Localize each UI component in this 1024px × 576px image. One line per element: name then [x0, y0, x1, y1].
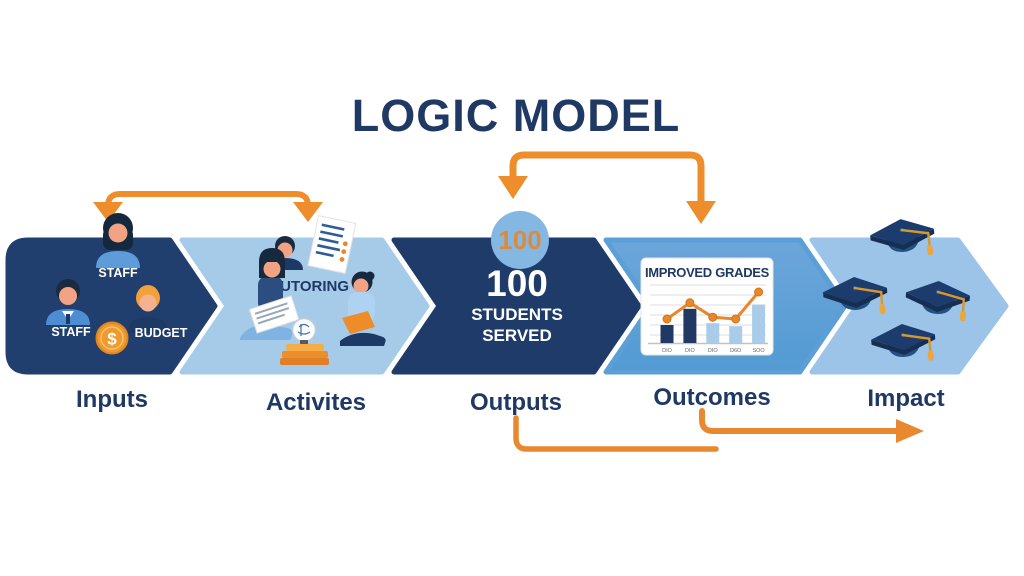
chart-title: IMPROVED GRADES — [645, 265, 770, 280]
budget-avatar-right — [128, 285, 168, 333]
stage-label-outcomes: Outcomes — [653, 384, 771, 411]
student-sitting-left — [240, 248, 300, 340]
top-connector-inputs-activities — [93, 191, 323, 222]
staff-avatar-left — [46, 279, 90, 325]
big-number: 100 — [486, 263, 548, 304]
served-line: SERVED — [482, 326, 552, 345]
stage-label-impact: Impact — [867, 385, 945, 412]
arrow-down-icon — [686, 201, 716, 224]
chevron-inputs — [5, 237, 218, 375]
svg-text:DIO: DIO — [662, 348, 673, 354]
bottom-connector-outputs — [513, 415, 719, 452]
svg-text:SOO: SOO — [752, 348, 765, 354]
arrow-right-icon — [896, 419, 924, 443]
chevron-outputs — [391, 237, 642, 375]
svg-text:DIO: DIO — [685, 348, 696, 354]
arrow-down-icon — [93, 202, 123, 222]
svg-text:DIO: DIO — [708, 348, 719, 354]
stage-label-activities: Activites — [265, 389, 367, 416]
activities-illustration: TUTORING — [240, 215, 386, 365]
svg-text:D6O: D6O — [730, 348, 742, 354]
arrow-down-icon — [498, 176, 528, 199]
outputs-content: 100 100 STUDENTS SERVED — [471, 211, 563, 345]
dollar-coin-icon: $ — [95, 321, 129, 355]
students-line: STUDENTS — [471, 305, 563, 324]
badge-value: 100 — [498, 225, 541, 255]
count-badge — [491, 211, 549, 269]
svg-text:$: $ — [107, 330, 117, 349]
tutoring-caption: TUTORING — [271, 278, 349, 295]
top-connector-outputs-outcomes — [498, 151, 716, 224]
books-and-bulb-icon — [280, 317, 329, 365]
page-title: LOGIC MODEL — [351, 90, 681, 141]
staff-avatar-top — [96, 213, 140, 268]
budget-label: BUDGET — [135, 326, 188, 340]
stage-label-outputs: Outputs — [470, 389, 562, 416]
improved-grades-chart: DIO DIO DIO D6O SOO — [648, 284, 768, 354]
arrow-down-icon — [293, 202, 323, 222]
outcomes-chart-card: IMPROVED GRADES DIO DIO DIO D6O SOO — [640, 257, 774, 356]
staff-left-label: STAFF — [51, 325, 91, 339]
bottom-connector-outcomes-impact — [699, 408, 924, 443]
inputs-illustration: STAFF STAFF BUDGET $ — [46, 213, 188, 355]
student-sitting-right — [340, 271, 386, 346]
stage-label-inputs: Inputs — [76, 386, 148, 413]
document-icon — [307, 215, 357, 274]
staff-top-label: STAFF — [98, 266, 138, 280]
